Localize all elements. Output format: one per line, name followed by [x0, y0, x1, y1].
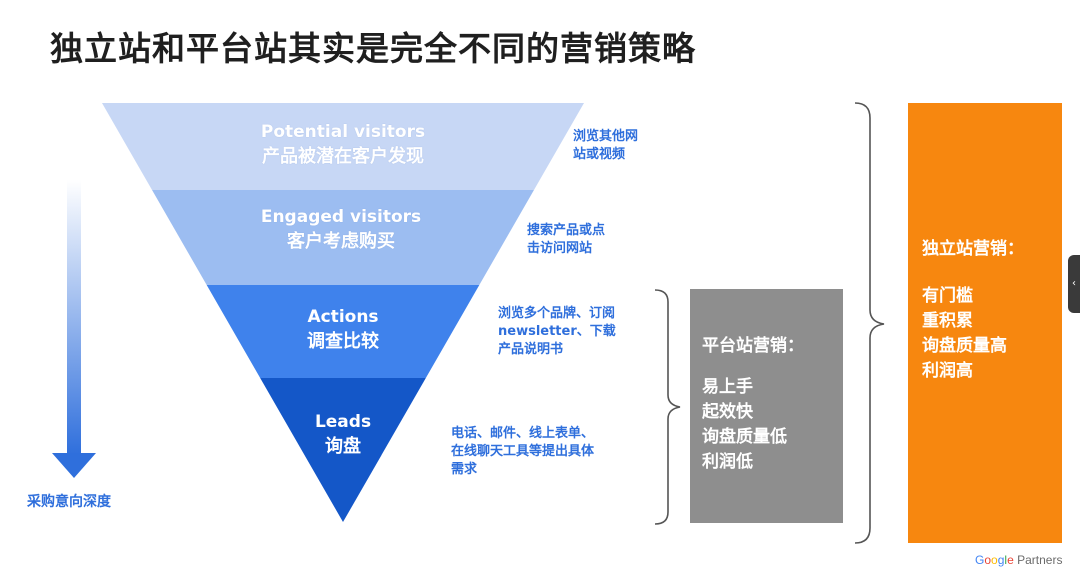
platform-point: 起效快 [702, 402, 753, 422]
platform-point: 询盘质量低 [702, 427, 787, 447]
note-leads: 电话、邮件、线上表单、 在线聊天工具等提出具体 需求 [451, 426, 595, 477]
side-tab-button[interactable]: ‹ [1068, 255, 1080, 313]
stage-label-engaged: Engaged visitors 客户考虑购买 [261, 205, 421, 255]
stage-zh-engaged: 客户考虑购买 [287, 231, 395, 252]
independent-bracket [854, 102, 885, 544]
stage-zh-actions: 调查比较 [307, 331, 379, 352]
note-potential: 浏览其他网 站或视频 [573, 129, 639, 162]
funnel-stage-engaged [152, 190, 534, 285]
chevron-left-icon: ‹ [1072, 278, 1076, 289]
funnel-stage-potential [102, 103, 584, 190]
independent-point: 利润高 [922, 361, 973, 381]
stage-en-leads: Leads [314, 412, 372, 432]
stage-en-potential: Potential visitors [260, 122, 426, 142]
stage-label-leads: Leads 询盘 [315, 410, 371, 460]
depth-arrow-shaft [67, 180, 81, 455]
platform-marketing-box: 平台站营销： 易上手 起效快 询盘质量低 利润低 [690, 289, 843, 523]
funnel-stage-actions [206, 285, 480, 378]
stage-en-actions: Actions [307, 307, 379, 327]
funnel-stage-leads [260, 378, 426, 522]
independent-marketing-box: 独立站营销： 有门槛 重积累 询盘质量高 利润高 [908, 103, 1062, 543]
independent-heading: 独立站营销： [922, 239, 1024, 259]
stage-en-engaged: Engaged visitors [260, 207, 422, 227]
stage-label-actions: Actions 调查比较 [307, 305, 379, 355]
page-title: 独立站和平台站其实是完全不同的营销策略 [50, 29, 696, 68]
platform-point: 易上手 [702, 377, 753, 397]
independent-point: 重积累 [922, 311, 973, 331]
platform-bracket [654, 289, 681, 525]
note-actions: 浏览多个品牌、订阅 newsletter、下载 产品说明书 [498, 306, 616, 357]
independent-point: 有门槛 [922, 286, 973, 306]
stage-zh-leads: 询盘 [325, 436, 361, 457]
platform-point: 利润低 [702, 452, 753, 472]
stage-zh-potential: 产品被潜在客户发现 [261, 146, 424, 167]
depth-label: 采购意向深度 [27, 494, 111, 510]
independent-point: 询盘质量高 [922, 336, 1007, 356]
google-partners-logo: Google Partners [975, 553, 1063, 567]
stage-label-potential: Potential visitors 产品被潜在客户发现 [261, 120, 425, 170]
depth-arrow-head [52, 453, 96, 478]
note-engaged: 搜索产品或点 击访问网站 [527, 223, 606, 256]
platform-heading: 平台站营销： [702, 336, 804, 356]
